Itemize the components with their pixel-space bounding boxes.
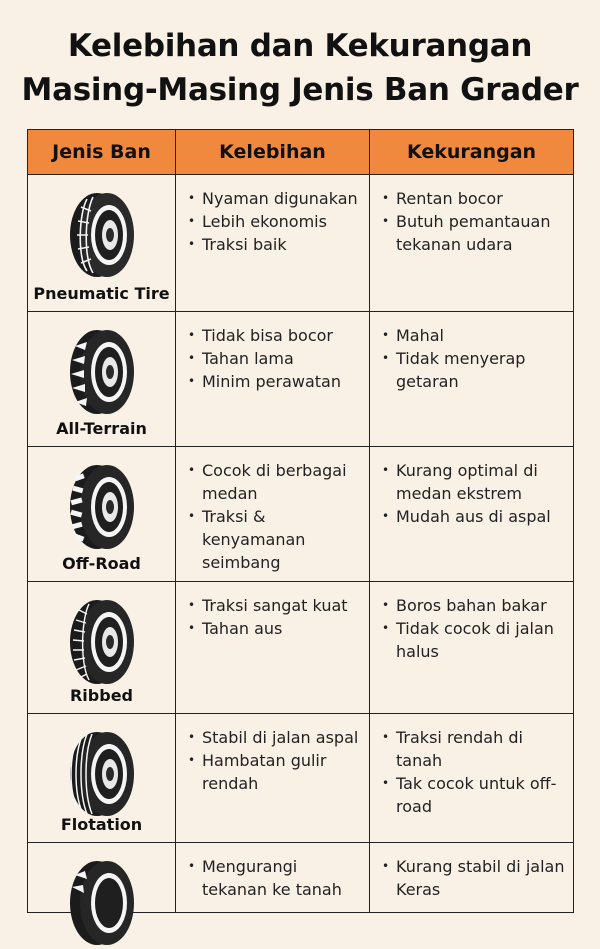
tire-name: Ribbed bbox=[69, 686, 133, 705]
pros-cell: Traksi sangat kuat Tahan aus bbox=[175, 581, 370, 714]
con-item: Rentan bocor bbox=[382, 187, 571, 210]
cons-cell: Mahal Tidak menyerap getaran bbox=[369, 311, 574, 447]
pro-item: Traksi sangat kuat bbox=[188, 594, 367, 617]
pro-item: Stabil di jalan aspal bbox=[188, 726, 367, 749]
table-row: Mengurangi tekanan ke tanah Kurang stabi… bbox=[27, 842, 574, 945]
pro-item: Nyaman digunakan bbox=[188, 187, 367, 210]
table-row: Flotation Stabil di jalan aspal Hambatan… bbox=[27, 713, 574, 843]
tire-cell: Off-Road bbox=[27, 446, 176, 582]
tire-cell bbox=[27, 842, 176, 945]
cons-cell: Boros bahan bakar Tidak cocok di jalan h… bbox=[369, 581, 574, 714]
table-row: Pneumatic Tire Nyaman digunakan Lebih ek… bbox=[27, 174, 574, 312]
pro-item: Lebih ekonomis bbox=[188, 210, 367, 233]
tire-name: All-Terrain bbox=[56, 419, 147, 438]
pro-item: Hambatan gulir rendah bbox=[188, 749, 367, 795]
pro-item: Traksi baik bbox=[188, 233, 367, 256]
pros-cell: Nyaman digunakan Lebih ekonomis Traksi b… bbox=[175, 174, 370, 312]
all-terrain-tire-icon bbox=[69, 330, 134, 414]
pro-item: Tahan aus bbox=[188, 617, 367, 640]
pros-cell: Stabil di jalan aspal Hambatan gulir ren… bbox=[175, 713, 370, 843]
page-title-line-2: Masing-Masing Jenis Ban Grader bbox=[21, 72, 579, 108]
tire-cell: Flotation bbox=[27, 713, 176, 843]
pros-cell: Cocok di berbagai medan Traksi & kenyama… bbox=[175, 446, 370, 582]
tire-cell: All-Terrain bbox=[27, 311, 176, 447]
table-row: Ribbed Traksi sangat kuat Tahan aus Boro… bbox=[27, 581, 574, 714]
pros-cell: Tidak bisa bocor Tahan lama Minim perawa… bbox=[175, 311, 370, 447]
pro-item: Traksi & kenyamanan seimbang bbox=[188, 505, 367, 574]
tire-cell: Pneumatic Tire bbox=[27, 174, 176, 312]
header-kelebihan: Kelebihan bbox=[175, 129, 370, 175]
pro-item: Cocok di berbagai medan bbox=[188, 459, 367, 505]
tire-comparison-table: Jenis Ban Kelebihan Kekurangan bbox=[27, 129, 574, 945]
header-kekurangan: Kekurangan bbox=[369, 129, 574, 175]
table-row: All-Terrain Tidak bisa bocor Tahan lama … bbox=[27, 311, 574, 447]
pro-item: Tidak bisa bocor bbox=[188, 324, 367, 347]
table-row: Off-Road Cocok di berbagai medan Traksi … bbox=[27, 446, 574, 582]
con-item: Butuh pemantauan tekanan udara bbox=[382, 210, 571, 256]
tire-name: Off-Road bbox=[62, 554, 141, 573]
cons-cell: Kurang stabil di jalan Keras bbox=[369, 842, 574, 913]
con-item: Mahal bbox=[382, 324, 571, 347]
pneumatic-tire-icon bbox=[69, 193, 134, 277]
table-header-row: Jenis Ban Kelebihan Kekurangan bbox=[27, 129, 574, 175]
cons-cell: Kurang optimal di medan ekstrem Mudah au… bbox=[369, 446, 574, 582]
con-item: Tak cocok untuk off-road bbox=[382, 772, 571, 818]
off-road-tire-icon bbox=[69, 465, 134, 549]
pro-item: Mengurangi tekanan ke tanah bbox=[188, 855, 367, 901]
pros-cell: Mengurangi tekanan ke tanah bbox=[175, 842, 370, 913]
tire-cell: Ribbed bbox=[27, 581, 176, 714]
flotation-tire-icon bbox=[69, 732, 134, 816]
pro-item: Tahan lama bbox=[188, 347, 367, 370]
con-item: Kurang optimal di medan ekstrem bbox=[382, 459, 571, 505]
con-item: Boros bahan bakar bbox=[382, 594, 571, 617]
lug-tire-icon bbox=[69, 861, 134, 945]
tire-name: Flotation bbox=[60, 815, 143, 834]
header-jenis-ban: Jenis Ban bbox=[27, 129, 176, 175]
con-item: Tidak menyerap getaran bbox=[382, 347, 571, 393]
con-item: Traksi rendah di tanah bbox=[382, 726, 571, 772]
page-title-line-1: Kelebihan dan Kekurangan bbox=[67, 28, 533, 64]
cons-cell: Traksi rendah di tanah Tak cocok untuk o… bbox=[369, 713, 574, 843]
con-item: Kurang stabil di jalan Keras bbox=[382, 855, 571, 901]
pro-item: Minim perawatan bbox=[188, 370, 367, 393]
cons-cell: Rentan bocor Butuh pemantauan tekanan ud… bbox=[369, 174, 574, 312]
tire-name: Pneumatic Tire bbox=[33, 284, 170, 303]
con-item: Mudah aus di aspal bbox=[382, 505, 571, 528]
con-item: Tidak cocok di jalan halus bbox=[382, 617, 571, 663]
ribbed-tire-icon bbox=[69, 600, 134, 684]
